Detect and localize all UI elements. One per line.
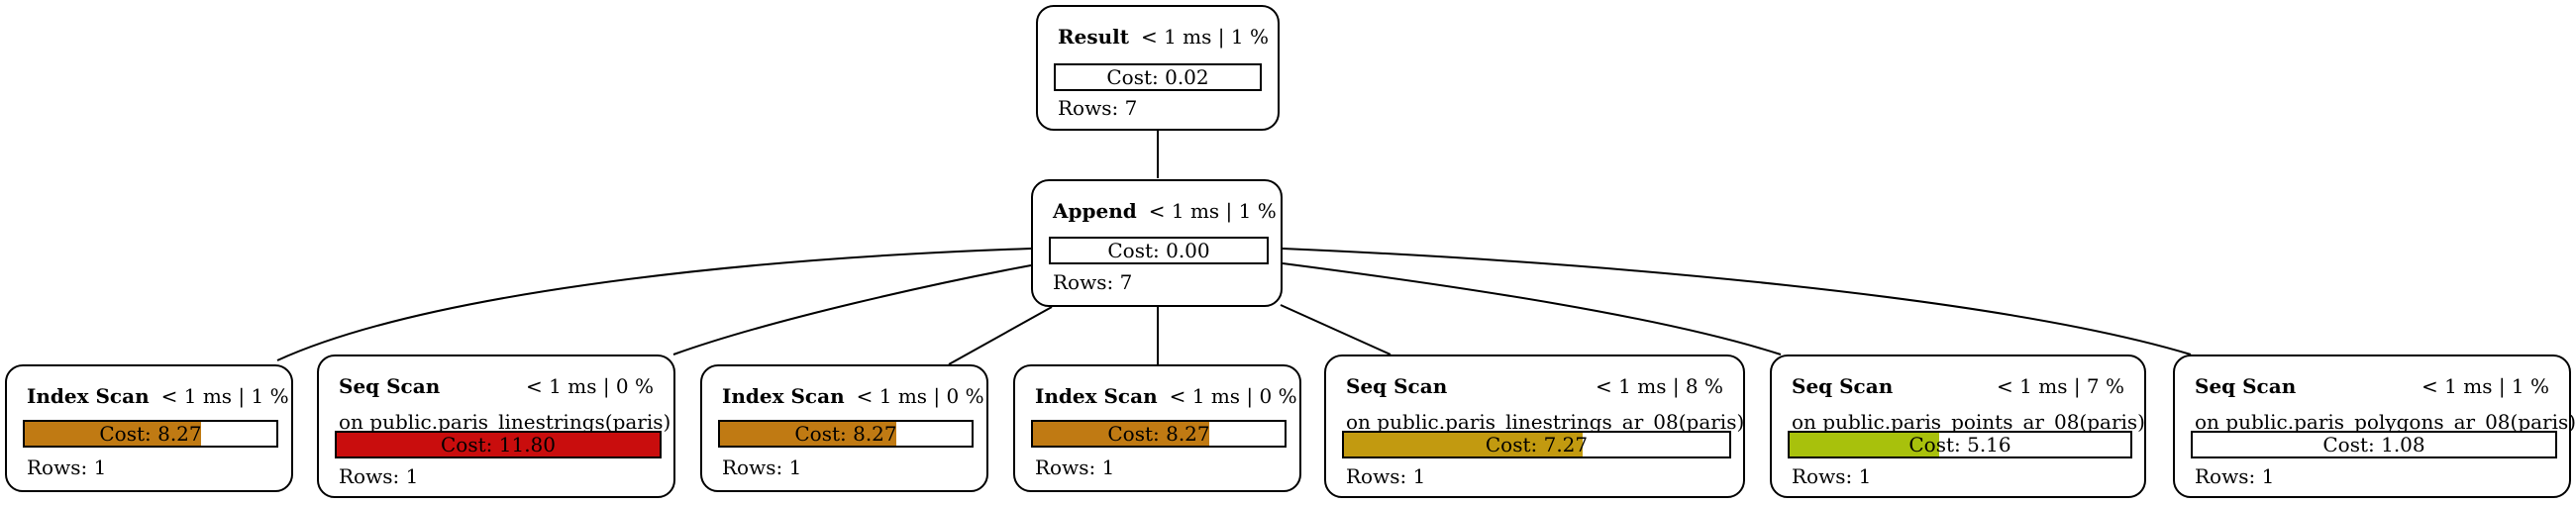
cost-label: Cost: 0.02 — [1106, 65, 1209, 89]
edge-append-child-2 — [672, 264, 1032, 355]
relation-label: on public.paris_linestrings(paris) — [339, 410, 671, 434]
edge-append-child-1 — [276, 248, 1032, 361]
node-header: Seq Scan < 1 ms | 1 % — [2195, 374, 2549, 400]
cost-bar-fill — [1344, 433, 1584, 456]
cost-bar-fill — [337, 433, 660, 456]
node-name: Seq Scan — [339, 374, 441, 398]
node-header: Index Scan < 1 ms | 1 % — [27, 384, 289, 410]
node-header: Index Scan < 1 ms | 0 % — [722, 384, 984, 410]
node-header: Seq Scan < 1 ms | 7 % — [1792, 374, 2124, 400]
plan-node-seq-scan[interactable]: Seq Scan < 1 ms | 8 % on public.paris_lin… — [1324, 354, 1745, 498]
plan-node-seq-scan[interactable]: Seq Scan < 1 ms | 1 % on public.paris_pol… — [2173, 354, 2576, 498]
node-name: Seq Scan — [1792, 374, 1894, 398]
node-timing: < 1 ms | 8 % — [1596, 374, 1723, 398]
rows-label: Rows: 1 — [722, 455, 802, 479]
rows-label: Rows: 7 — [1058, 96, 1138, 120]
node-timing: < 1 ms | 0 % — [856, 384, 984, 408]
node-timing: < 1 ms | 1 % — [160, 384, 289, 408]
cost-label: Cost: 1.08 — [2322, 433, 2425, 456]
rows-label: Rows: 1 — [1792, 464, 1872, 488]
cost-label: Cost: 8.27 — [794, 422, 897, 446]
cost-bar: Cost: 11.80 — [335, 431, 662, 458]
cost-bar: Cost: 1.08 — [2191, 431, 2557, 458]
node-header: Seq Scan < 1 ms | 0 % — [339, 374, 654, 400]
edge-append-child-3 — [948, 306, 1053, 365]
cost-bar: Cost: 0.02 — [1054, 63, 1262, 91]
cost-label: Cost: 7.27 — [1485, 433, 1589, 456]
node-name: Index Scan — [1035, 384, 1158, 408]
relation-label: on public.paris_polygons_ar_08(paris) — [2195, 410, 2576, 434]
node-header: Result < 1 ms | 1 % — [1058, 25, 1269, 51]
rows-label: Rows: 1 — [1346, 464, 1426, 488]
node-name: Result — [1058, 25, 1129, 49]
node-timing: < 1 ms | 7 % — [1997, 374, 2124, 398]
cost-label: Cost: 5.16 — [1908, 433, 2011, 456]
node-name: Seq Scan — [2195, 374, 2297, 398]
edge-append-child-5 — [1280, 304, 1391, 355]
cost-bar-fill — [720, 422, 896, 446]
rows-label: Rows: 1 — [1035, 455, 1115, 479]
node-timing: < 1 ms | 0 % — [1169, 384, 1297, 408]
relation-label: on public.paris_linestrings_ar_08(paris) — [1346, 410, 1745, 434]
relation-label: on public.paris_points_ar_08(paris) — [1792, 410, 2145, 434]
cost-bar: Cost: 8.27 — [23, 420, 278, 448]
cost-bar: Cost: 8.27 — [1031, 420, 1287, 448]
node-timing: < 1 ms | 1 % — [1148, 199, 1277, 223]
cost-bar: Cost: 0.00 — [1049, 237, 1269, 264]
rows-label: Rows: 1 — [27, 455, 107, 479]
cost-label: Cost: 8.27 — [1107, 422, 1210, 446]
node-name: Index Scan — [27, 384, 150, 408]
node-timing: < 1 ms | 1 % — [2421, 374, 2549, 398]
plan-node-index-scan[interactable]: Index Scan < 1 ms | 0 % Cost: 8.27 Rows: … — [1013, 364, 1301, 492]
rows-label: Rows: 1 — [2195, 464, 2275, 488]
cost-label: Cost: 0.00 — [1107, 239, 1210, 262]
node-timing: < 1 ms | 0 % — [526, 374, 654, 398]
plan-node-seq-scan[interactable]: Seq Scan < 1 ms | 0 % on public.paris_lin… — [317, 354, 675, 498]
cost-bar-fill — [1033, 422, 1209, 446]
edge-append-child-7 — [1282, 248, 2192, 355]
plan-node-result[interactable]: Result < 1 ms | 1 % Cost: 0.02 Rows: 7 — [1036, 5, 1280, 131]
node-name: Seq Scan — [1346, 374, 1448, 398]
cost-bar: Cost: 7.27 — [1342, 431, 1731, 458]
rows-label: Rows: 1 — [339, 464, 419, 488]
plan-node-append[interactable]: Append < 1 ms | 1 % Cost: 0.00 Rows: 7 — [1031, 179, 1283, 307]
plan-node-index-scan[interactable]: Index Scan < 1 ms | 1 % Cost: 8.27 Rows: … — [5, 364, 293, 492]
plan-node-index-scan[interactable]: Index Scan < 1 ms | 0 % Cost: 8.27 Rows: … — [700, 364, 988, 492]
plan-node-seq-scan[interactable]: Seq Scan < 1 ms | 7 % on public.paris_poi… — [1770, 354, 2146, 498]
cost-label: Cost: 8.27 — [99, 422, 202, 446]
cost-label: Cost: 11.80 — [441, 433, 556, 456]
edge-append-child-6 — [1282, 262, 1782, 355]
node-timing: < 1 ms | 1 % — [1140, 25, 1269, 49]
cost-bar: Cost: 5.16 — [1788, 431, 2132, 458]
node-header: Append < 1 ms | 1 % — [1053, 199, 1277, 225]
cost-bar-fill — [1790, 433, 1940, 456]
rows-label: Rows: 7 — [1053, 270, 1133, 294]
cost-bar: Cost: 8.27 — [718, 420, 974, 448]
node-name: Index Scan — [722, 384, 845, 408]
node-header: Seq Scan < 1 ms | 8 % — [1346, 374, 1723, 400]
node-header: Index Scan < 1 ms | 0 % — [1035, 384, 1297, 410]
cost-bar-fill — [25, 422, 201, 446]
node-name: Append — [1053, 199, 1137, 223]
